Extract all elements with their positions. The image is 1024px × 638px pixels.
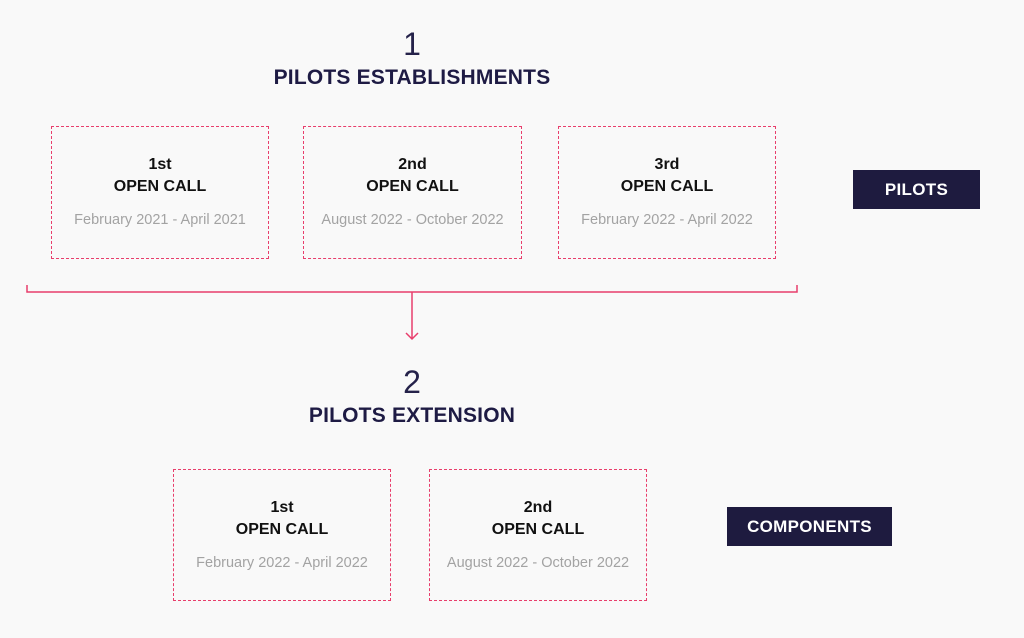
call-name: OPEN CALL — [235, 521, 329, 538]
phase-1-title: PILOTS ESTABLISHMENTS — [273, 66, 551, 89]
call-name: OPEN CALL — [491, 521, 585, 538]
phase-2-number: 2 — [403, 364, 421, 400]
call-ordinal: 2nd — [398, 156, 427, 173]
call-dates: August 2022 - October 2022 — [446, 555, 630, 571]
call-ordinal: 1st — [148, 156, 172, 173]
phase-2-title: PILOTS EXTENSION — [308, 404, 516, 427]
call-name: OPEN CALL — [620, 178, 714, 195]
phase-1-number: 1 — [403, 26, 421, 62]
phase-2-call-1-box: 1st OPEN CALL February 2022 - April 2022 — [173, 469, 391, 601]
call-dates: February 2022 - April 2022 — [581, 212, 753, 228]
phase-2-call-2-box: 2nd OPEN CALL August 2022 - October 2022 — [429, 469, 647, 601]
call-name: OPEN CALL — [113, 178, 207, 195]
components-tag: COMPONENTS — [727, 507, 892, 546]
phase-1-call-2-box: 2nd OPEN CALL August 2022 - October 2022 — [303, 126, 522, 259]
call-dates: August 2022 - October 2022 — [321, 212, 504, 228]
call-ordinal: 1st — [270, 499, 294, 516]
pilots-tag: PILOTS — [853, 170, 980, 209]
phase-1-call-3-box: 3rd OPEN CALL February 2022 - April 2022 — [558, 126, 776, 259]
arrow-head-icon — [405, 332, 419, 341]
call-name: OPEN CALL — [366, 178, 459, 195]
phase-1-call-1-box: 1st OPEN CALL February 2021 - April 2021 — [51, 126, 269, 259]
call-ordinal: 2nd — [523, 499, 553, 516]
call-dates: February 2022 - April 2022 — [196, 555, 368, 571]
call-ordinal: 3rd — [654, 156, 680, 173]
bracket-line — [26, 285, 798, 293]
call-dates: February 2021 - April 2021 — [74, 212, 246, 228]
